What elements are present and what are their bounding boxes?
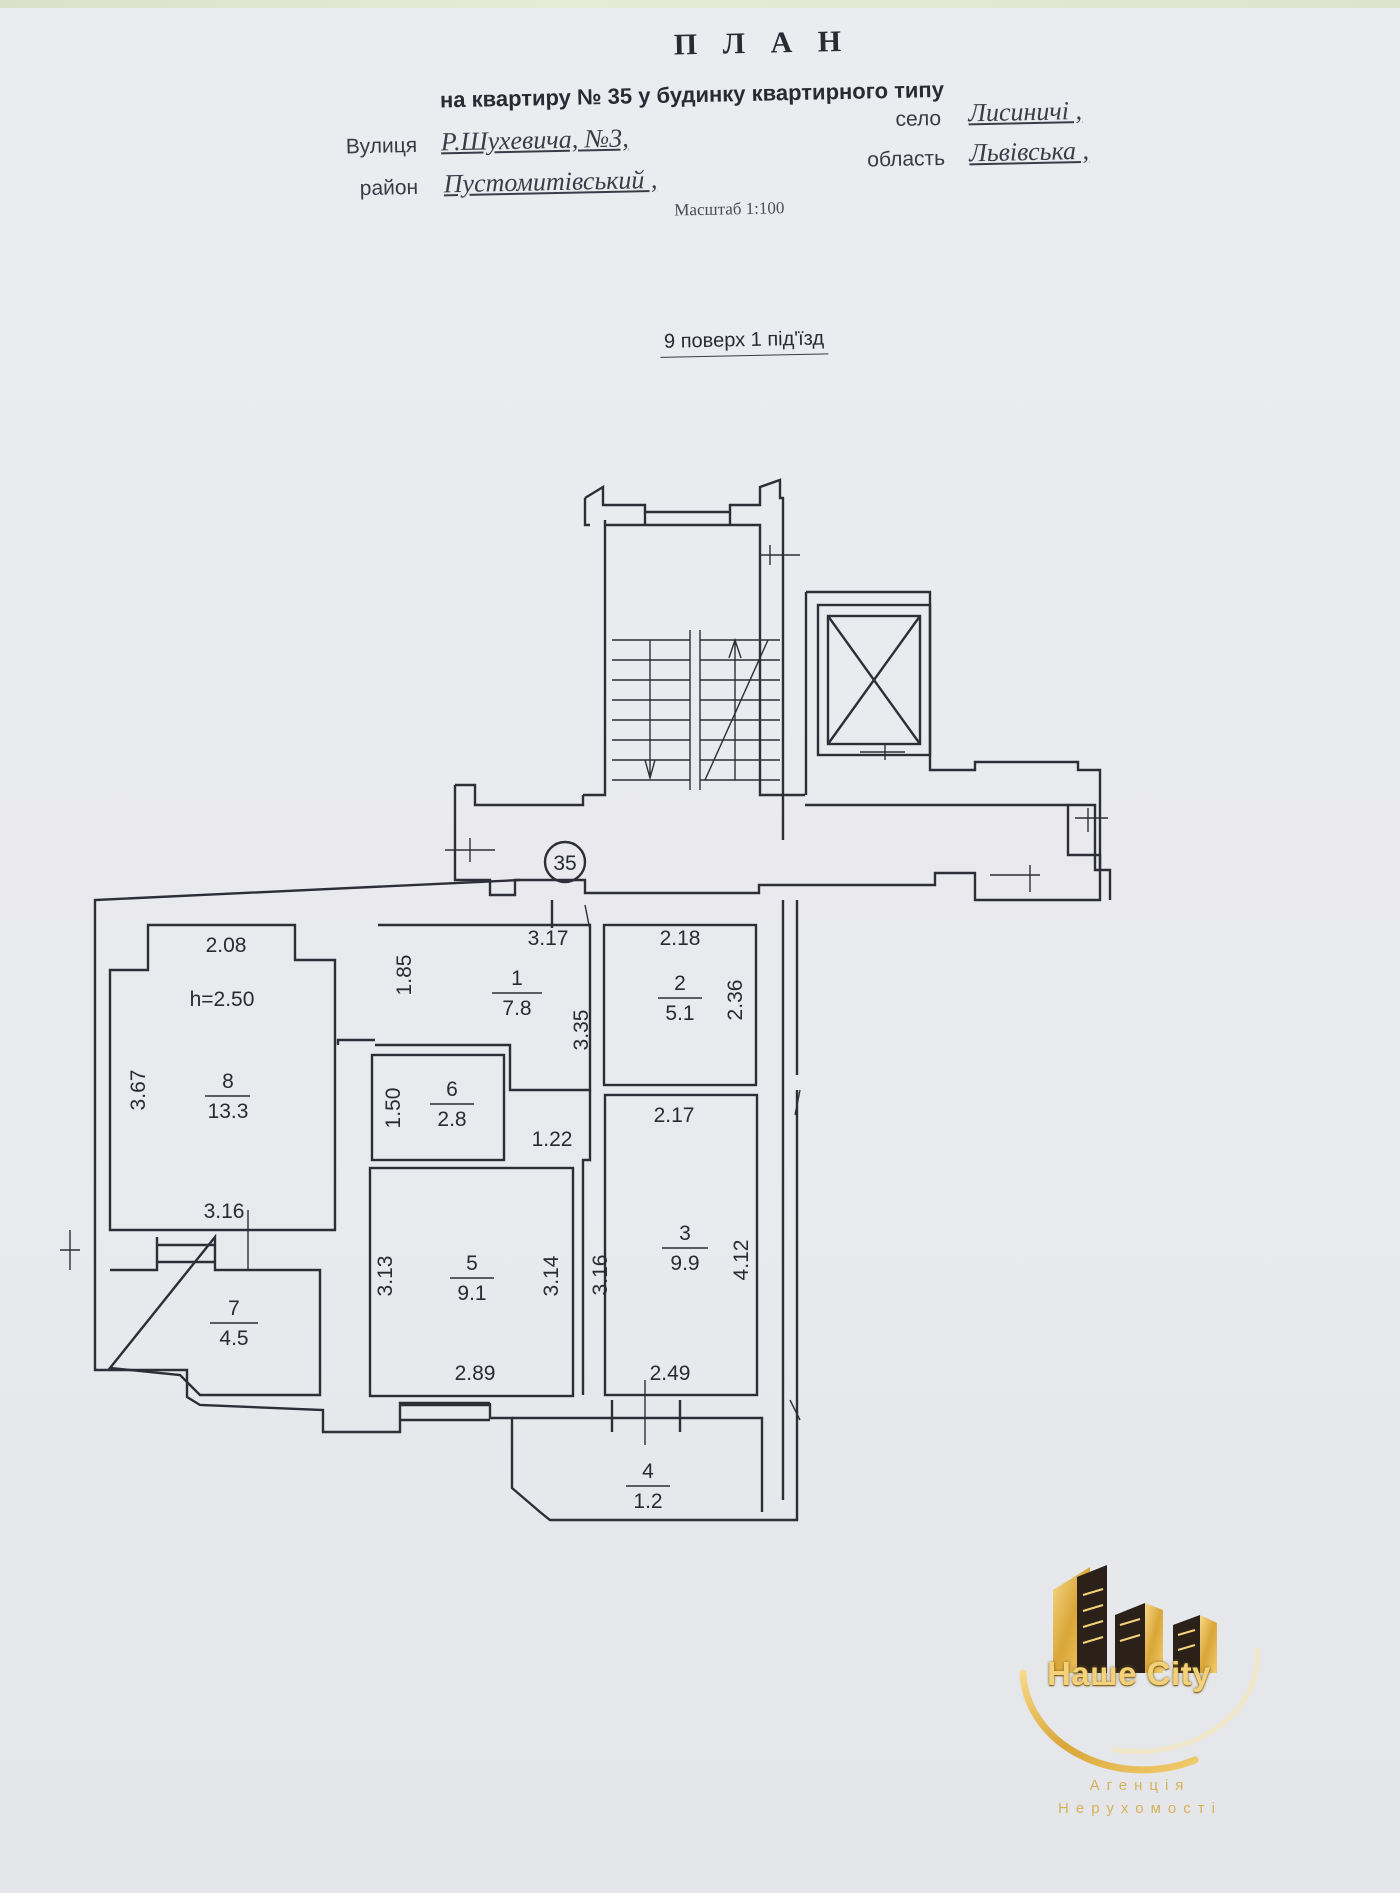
dim-r6-side: 1.50 xyxy=(382,1088,405,1129)
room-7-walls xyxy=(107,1233,322,1397)
logo-tagline-1: Агенція xyxy=(1089,1777,1191,1794)
room-5-walls xyxy=(368,1166,575,1398)
plan-walls xyxy=(60,478,1112,1522)
stair-treads xyxy=(612,630,780,790)
dim-r3-right: 4.12 xyxy=(730,1240,753,1281)
dim-r2-top: 2.18 xyxy=(660,927,701,950)
room-1-area: 7.8 xyxy=(502,997,531,1020)
dim-r3-left: 3.16 xyxy=(589,1255,612,1296)
dim-r5-left: 3.13 xyxy=(374,1256,397,1297)
dim-r8-bottom: 3.16 xyxy=(204,1200,245,1223)
dim-r8-side: 3.67 xyxy=(127,1070,150,1111)
apartment-outer-wall-left xyxy=(93,878,521,1434)
room-4-area: 1.2 xyxy=(633,1490,662,1513)
logo-tagline-2: Нерухомості xyxy=(1058,1800,1222,1817)
elevator-cross xyxy=(827,615,921,745)
elevator-shaft-outer xyxy=(806,590,1102,870)
room-4-number: 4 xyxy=(642,1460,654,1483)
room-6-area: 2.8 xyxy=(437,1108,466,1131)
room-5-area: 9.1 xyxy=(457,1282,486,1305)
room-2-area: 5.1 xyxy=(665,1002,694,1025)
room-8-number: 8 xyxy=(222,1070,234,1093)
room-1-number: 1 xyxy=(511,967,523,990)
dim-r5-right: 3.14 xyxy=(540,1255,563,1296)
elevator-cabin xyxy=(826,614,922,746)
logo-name: Наше City xyxy=(1046,1655,1212,1692)
dim-r5-bottom: 2.89 xyxy=(455,1362,496,1385)
elevator-shaft xyxy=(816,603,932,757)
logo-emblem xyxy=(1019,1565,1260,1774)
stair-arrow-down xyxy=(644,640,656,781)
room-4-walls xyxy=(512,1400,764,1512)
stair-window xyxy=(643,512,732,525)
dim-r1-right: 3.35 xyxy=(570,1010,593,1051)
stair-arrow-up xyxy=(728,637,742,780)
landing-right-corner xyxy=(1068,803,1112,900)
logo-buildings xyxy=(1053,1565,1217,1673)
dim-r3-bottom: 2.49 xyxy=(650,1362,691,1385)
room-5-number: 5 xyxy=(466,1252,478,1275)
room-5-door xyxy=(400,1403,490,1422)
room-1-door xyxy=(336,1038,375,1045)
logo-arc-right xyxy=(1112,1647,1260,1755)
agency-logo: Наше City Агенція Нерухомості xyxy=(995,1555,1315,1855)
dim-r8-top: 2.08 xyxy=(206,934,247,957)
room-8-area: 13.3 xyxy=(208,1100,249,1123)
room-2-walls xyxy=(602,923,758,1087)
room-6-walls xyxy=(370,1053,506,1162)
apartment-marker-circle xyxy=(543,840,587,884)
stair-break-line xyxy=(704,639,769,781)
room-8-walls xyxy=(108,923,337,1232)
dim-r1-top: 3.17 xyxy=(528,927,569,950)
stair-left-wall xyxy=(583,520,607,797)
wall-ticks xyxy=(60,545,1108,1445)
logo-arc-left xyxy=(1019,1669,1199,1774)
room-3-left-wall xyxy=(581,1090,592,1395)
document-sheet xyxy=(0,8,1400,1893)
room-7-door xyxy=(157,1243,215,1264)
landing-left xyxy=(453,783,585,897)
dim-r3-top: 2.17 xyxy=(654,1104,695,1127)
apartment-marker: 35 xyxy=(553,852,576,875)
dim-r2-side: 2.36 xyxy=(724,980,747,1021)
apartment-outer-wall-bottom xyxy=(488,1090,799,1522)
room-3-number: 3 xyxy=(679,1222,691,1245)
room-3-walls xyxy=(603,1093,759,1397)
stair-outer-wall xyxy=(584,478,785,840)
room-1-walls xyxy=(375,923,592,1092)
dim-r6-bottom: 1.22 xyxy=(532,1128,573,1151)
stair-corner xyxy=(583,498,590,527)
room-7-area: 4.5 xyxy=(219,1327,248,1350)
landing-right xyxy=(790,803,1102,902)
dim-r1-left: 1.85 xyxy=(393,955,416,996)
room-2-number: 2 xyxy=(674,972,686,995)
ceiling-height: h=2.50 xyxy=(190,988,255,1011)
room-6-number: 6 xyxy=(446,1078,458,1101)
room-7-number: 7 xyxy=(228,1297,240,1320)
room-3-area: 9.9 xyxy=(670,1252,699,1275)
